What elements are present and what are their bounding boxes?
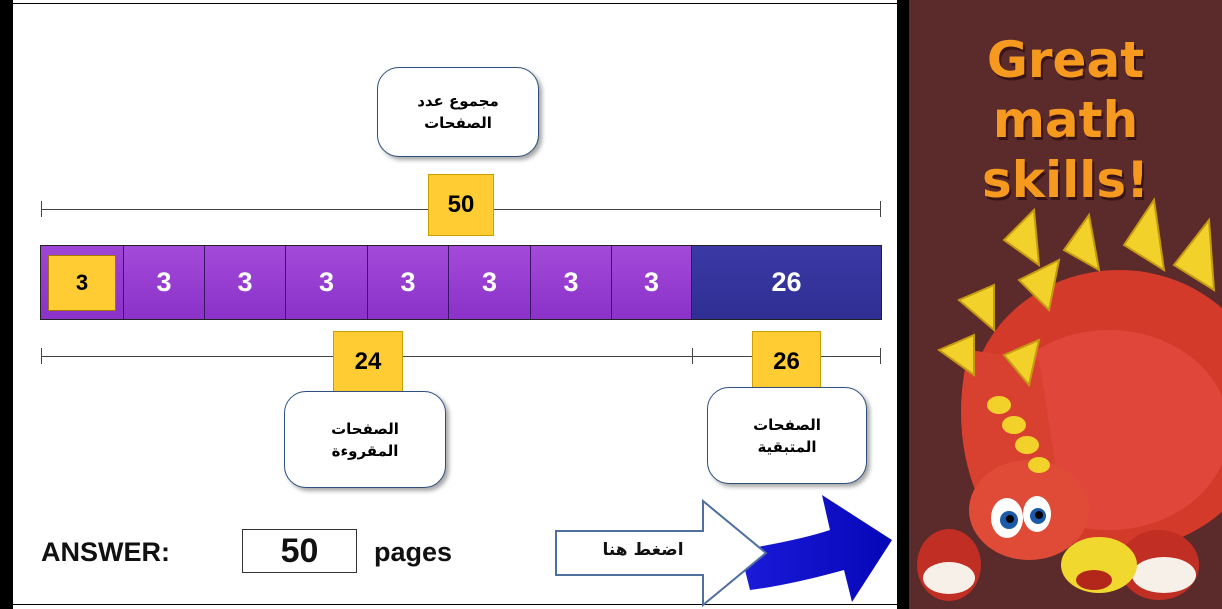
bar-segment-highlight: 3 <box>48 254 116 311</box>
remaining-value-box: 26 <box>752 331 821 392</box>
answer-unit: pages <box>374 537 453 567</box>
callout-read-line1: الصفحات <box>331 419 399 438</box>
bar-segment: 3 <box>612 246 692 319</box>
bar-segment: 3 <box>368 246 449 319</box>
click-here-arrow-button[interactable] <box>553 498 773 608</box>
answer-value-box: 50 <box>242 529 357 573</box>
total-value-box: 50 <box>428 174 494 236</box>
callout-remaining-pages: الصفحات المتبقية <box>707 387 867 484</box>
blue-arrow-icon[interactable] <box>730 490 900 605</box>
dinosaur-icon <box>917 197 1222 601</box>
pages-bar: 3 3 3 3 3 3 3 3 26 <box>40 245 882 320</box>
bar-segment: 3 <box>205 246 286 319</box>
total-line-right-tick <box>880 201 881 217</box>
read-value-box: 24 <box>333 331 403 392</box>
separator-bar <box>897 0 909 609</box>
callout-total-pages: مجموع عدد الصفحات <box>377 67 539 157</box>
callout-remaining-line2: المتبقية <box>757 437 817 456</box>
bar-segment: 3 <box>286 246 368 319</box>
answer-label: ANSWER: <box>41 537 170 567</box>
callout-read-pages: الصفحات المقروءة <box>284 391 446 488</box>
left-border <box>0 0 13 609</box>
callout-total-line1: مجموع عدد <box>417 92 499 110</box>
callout-total-line2: الصفحات <box>424 114 492 132</box>
bar-segment-remaining: 26 <box>692 246 881 319</box>
bar-segment: 3 <box>124 246 205 319</box>
bar-segment: 3 <box>449 246 531 319</box>
remaining-line-right-tick <box>880 348 881 364</box>
bar-segment: 3 <box>531 246 612 319</box>
total-line-left-tick <box>41 201 42 217</box>
click-here-label[interactable]: اضغط هنا <box>602 540 684 560</box>
bar-segment: 3 <box>41 246 124 319</box>
callout-remaining-line1: الصفحات <box>753 415 821 434</box>
callout-read-line2: المقروءة <box>331 441 399 460</box>
read-line-left-tick <box>41 348 42 364</box>
